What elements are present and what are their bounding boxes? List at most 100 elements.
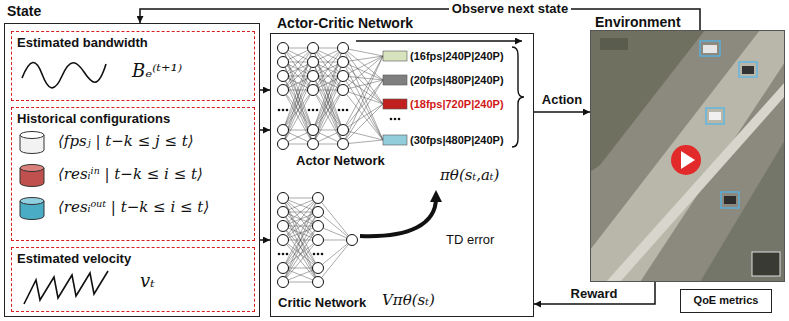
feature-box: Historical configurations ⟨fpsⱼ | t−k ≤ j… — [11, 107, 255, 241]
formula: Bₑ⁽ᵗ⁺¹⁾ — [132, 60, 182, 82]
neuron — [338, 57, 349, 68]
ellipsis-dot — [312, 109, 315, 112]
policy-formula: πθ(sₜ,aₜ) — [440, 166, 499, 184]
neuron — [308, 125, 319, 136]
road — [590, 30, 785, 282]
metrics-box: QoE metrics — [680, 289, 772, 313]
flow-arrow — [260, 129, 270, 131]
history-cylinder-top — [20, 198, 44, 205]
bandwidth-wave — [22, 62, 106, 87]
edge-label: Reward — [571, 286, 618, 302]
synapse-line — [343, 80, 383, 130]
play-button — [671, 145, 701, 175]
detection-box — [706, 108, 724, 124]
history-cylinder-top — [20, 165, 44, 172]
synapse-line — [283, 198, 318, 268]
neuron — [313, 235, 324, 246]
formula: ⟨fpsⱼ | t−k ≤ j ≤ t⟩ — [58, 132, 194, 150]
edge-label: Observe next state — [449, 1, 571, 17]
box-label: QoE metrics — [694, 294, 759, 307]
neuron — [278, 207, 289, 218]
td-error-label: TD error — [446, 232, 494, 248]
neuron — [278, 85, 289, 96]
neuron — [278, 71, 289, 82]
ellipsis-dot — [394, 118, 397, 121]
synapse-line — [343, 104, 383, 130]
neuron — [278, 139, 289, 150]
car — [709, 112, 721, 120]
synapse-line — [283, 226, 318, 282]
synapse-line — [283, 198, 318, 240]
state-panel: StateEstimated bandwidthBₑ⁽ᵗ⁺¹⁾Historica… — [4, 23, 260, 317]
synapse-line — [343, 140, 383, 144]
synapse-line — [343, 62, 383, 140]
ellipsis-dot — [286, 253, 289, 256]
video-frame — [590, 30, 785, 282]
action-option: (20fps|480P|240P) — [410, 74, 504, 87]
roof — [600, 38, 628, 50]
synapse-line — [343, 48, 383, 140]
output-bracket — [512, 47, 524, 147]
ellipsis-dot — [278, 253, 281, 256]
output-bar — [383, 75, 407, 85]
neuron — [278, 125, 289, 136]
synapse-line — [318, 240, 352, 268]
panel-title: Environment — [595, 14, 681, 31]
synapse-line — [343, 104, 383, 144]
connectors — [140, 9, 700, 304]
neuron — [347, 235, 358, 246]
thumbnail — [752, 252, 780, 276]
synapse-line — [343, 56, 383, 90]
synapse-line — [283, 90, 313, 144]
ellipsis-dot — [308, 109, 311, 112]
flow-arrow — [534, 282, 655, 304]
action-option: (18fps|720P|240P) — [410, 98, 504, 111]
formula: ⟨resᵢⁱⁿ | t−k ≤ i ≤ t⟩ — [58, 165, 203, 183]
neuron — [278, 263, 289, 274]
formula: ⟨resᵢᵒᵘᵗ | t−k ≤ i ≤ t⟩ — [58, 198, 209, 216]
ellipsis-dot — [286, 109, 289, 112]
velocity-sawtooth — [24, 271, 108, 304]
flow-arrow — [260, 239, 270, 241]
neuron — [338, 71, 349, 82]
output-bar — [383, 99, 407, 109]
neuron — [338, 125, 349, 136]
synapse-line — [313, 90, 343, 144]
detection-box — [739, 62, 757, 77]
ellipsis-dot — [316, 109, 319, 112]
network-label: Critic Network — [278, 295, 366, 311]
synapse-line — [283, 90, 313, 144]
neuron — [313, 193, 324, 204]
value-formula: Vπθ(sₜ) — [382, 291, 435, 309]
output-bar — [383, 51, 407, 61]
synapse-line — [283, 226, 318, 282]
synapse-line — [343, 48, 383, 56]
neuron — [278, 221, 289, 232]
network-label: Actor Network — [296, 153, 385, 169]
road-lane — [606, 82, 785, 282]
synapse-line — [283, 212, 318, 282]
td-error-arrow — [360, 198, 436, 236]
output-arrow — [356, 40, 522, 41]
formula: vₜ — [140, 270, 155, 292]
detection-box — [700, 41, 720, 56]
ellipsis-dot — [338, 109, 341, 112]
play-icon — [681, 151, 695, 169]
synapse-line — [343, 90, 383, 104]
feature-title: Historical configurations — [17, 111, 170, 127]
synapse-line — [343, 76, 383, 80]
neuron — [338, 139, 349, 150]
ellipsis-dot — [317, 253, 320, 256]
neuron — [278, 43, 289, 54]
synapse-line — [343, 80, 383, 144]
synapse-line — [283, 198, 318, 268]
neuron — [308, 139, 319, 150]
feature-box: Estimated velocityvₜ — [11, 247, 255, 312]
synapse-line — [318, 198, 352, 240]
synapse-line — [313, 90, 343, 144]
panel-title: Actor-Critic Network — [277, 15, 413, 32]
neuron — [313, 277, 324, 288]
synapse-line — [283, 212, 318, 282]
